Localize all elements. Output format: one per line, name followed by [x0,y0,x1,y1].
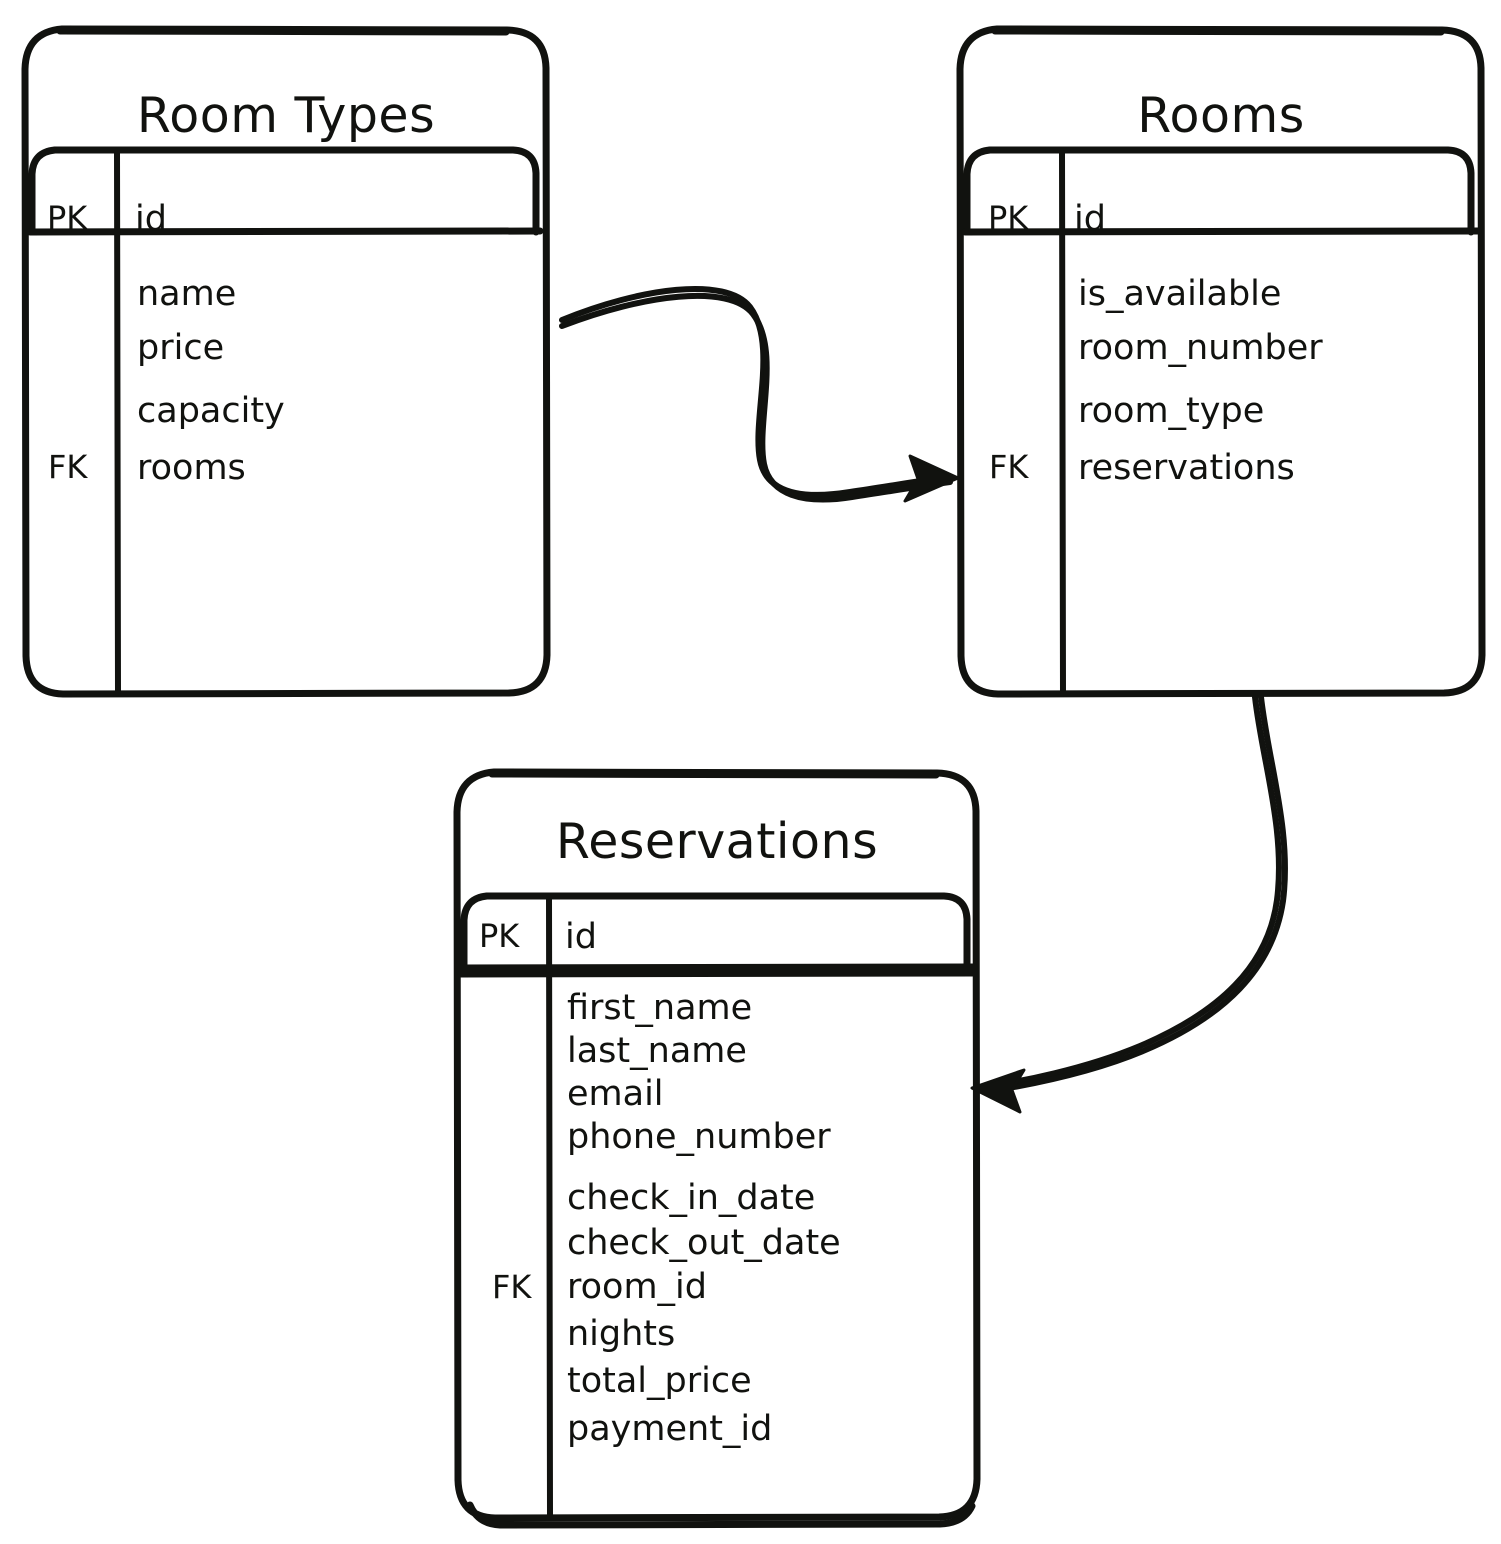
field-room-types-id: id [135,199,167,239]
field-reservations-8: total_price [567,1361,752,1401]
entity-rooms[interactable]: Rooms PK id FK is_available room_number … [960,29,1482,695]
arrowhead-reservations [970,1068,1026,1114]
arrowhead-rooms [903,454,960,503]
field-reservations-2: email [567,1074,664,1114]
field-reservations-1: last_name [567,1031,747,1071]
reservations-outline [453,768,981,1529]
fk-label-room-types: FK [48,448,88,486]
field-reservations-4: check_in_date [567,1178,816,1218]
pk-label-rooms: PK [988,199,1029,237]
fk-label-rooms: FK [989,448,1029,486]
field-reservations-7: nights [567,1314,676,1354]
pk-label-reservations: PK [479,917,520,955]
field-reservations-5: check_out_date [567,1223,841,1263]
field-room-types-0: name [137,274,237,314]
field-rooms-3: reservations [1078,448,1295,488]
fk-label-reservations: FK [492,1268,532,1306]
relationship-room-types-to-rooms [559,285,953,503]
field-reservations-9: payment_id [567,1409,773,1449]
field-rooms-id: id [1074,199,1106,239]
entity-reservations[interactable]: Reservations PK id FK first_name last_na… [457,772,977,1525]
rooms-outline [956,25,1486,698]
field-rooms-2: room_type [1078,391,1265,431]
entity-title-room-types: Room Types [136,87,436,144]
entity-room-types[interactable]: Room Types PK id FK name price capacity … [25,29,547,695]
reservations-column-divider [546,894,553,1520]
entity-title-reservations: Reservations [555,813,879,870]
field-reservations-id: id [565,917,597,957]
rooms-header-box [963,146,1475,236]
room-types-column-divider [114,148,121,696]
field-reservations-6: room_id [567,1267,707,1307]
reservations-header-box [460,892,971,972]
entity-title-rooms: Rooms [1137,87,1305,144]
relationship-rooms-to-reservations [979,694,1288,1095]
field-room-types-1: price [137,328,225,368]
rooms-row-separator [961,227,1482,236]
field-room-types-2: capacity [137,391,285,431]
room-types-header-box [28,146,540,236]
pk-label-room-types: PK [47,199,88,237]
field-rooms-1: room_number [1078,328,1323,368]
room-types-outline [21,25,551,698]
field-room-types-3: rooms [137,448,246,488]
field-reservations-3: phone_number [567,1117,831,1157]
field-rooms-0: is_available [1078,274,1282,314]
rooms-column-divider [1059,148,1066,696]
field-reservations-0: first_name [567,988,753,1028]
